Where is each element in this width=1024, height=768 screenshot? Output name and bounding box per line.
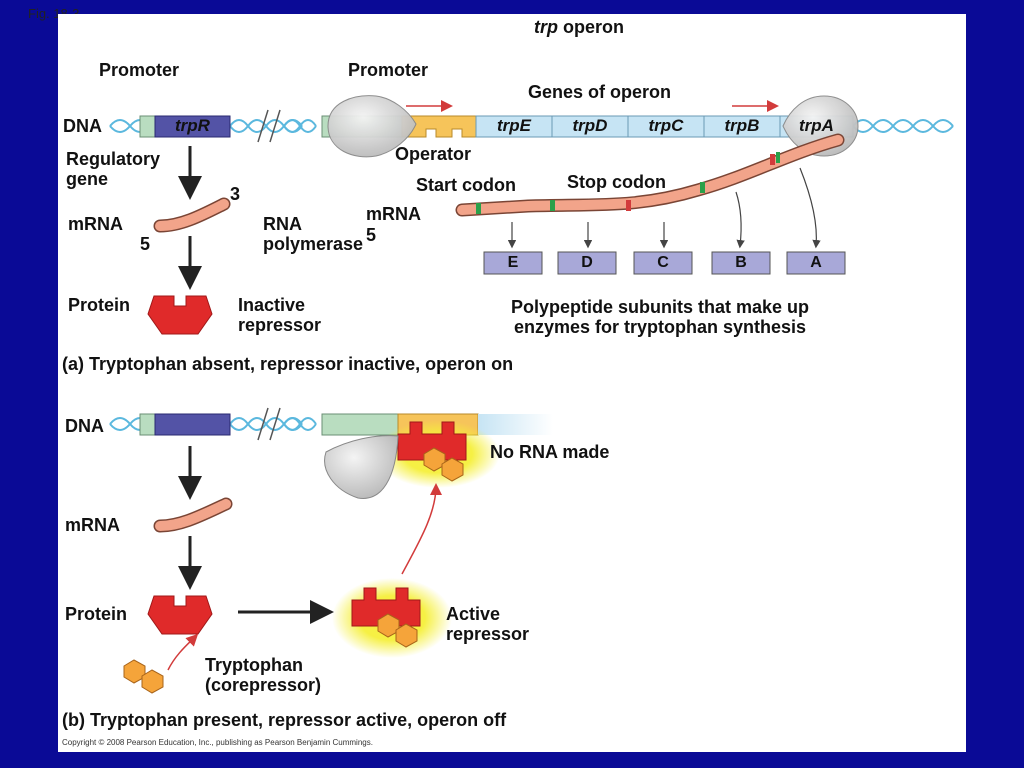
operator-label: Operator [395, 144, 472, 164]
dna-label-b: DNA [65, 416, 104, 436]
stop-codon-label: Stop codon [567, 172, 666, 192]
trpR-promoter-b [139, 413, 156, 436]
dna-label-a: DNA [63, 116, 102, 136]
mrna-trpR [155, 199, 229, 231]
promoter-left-label: Promoter [99, 60, 180, 80]
arrow-tryptophan-to-repressor [167, 633, 199, 671]
gene-label-trpD: trpD [572, 116, 608, 135]
mrna-trpR-b [155, 499, 231, 531]
trpR-gene-box-b [154, 413, 231, 436]
mrna-label-b: mRNA [65, 515, 121, 535]
free-tryptophan-2 [141, 669, 164, 694]
active-repressor-bound [397, 421, 467, 461]
protein-label-b: Protein [65, 604, 128, 624]
gene-label-trpC: trpC [648, 116, 684, 135]
active-repressor-shape [351, 587, 421, 627]
inactive-repressor-b [147, 595, 213, 635]
protein-label-a: Protein [68, 295, 131, 315]
tryptophan-bound-4 [395, 623, 418, 648]
codon-marks [476, 152, 780, 214]
copyright: Copyright © 2008 Pearson Education, Inc.… [62, 738, 373, 747]
arrow-to-A [799, 167, 821, 249]
no-rna-label: No RNA made [490, 442, 610, 462]
arrow-repressor-to-operator [401, 483, 442, 575]
inactive-repressor-shape [147, 295, 213, 335]
subunit-A: A [810, 254, 822, 271]
subunit-C: C [657, 254, 669, 271]
gene-label-trpA: trpA [799, 116, 834, 135]
five-prime-right-label: 5 [366, 225, 377, 245]
gene-label-trpB: trpB [724, 116, 760, 135]
operon-diagram [109, 95, 954, 694]
subunit-E: E [507, 254, 519, 271]
start-codon-label: Start codon [416, 175, 517, 195]
tryptophan-label: Tryptophan(corepressor) [205, 655, 322, 695]
subunit-B: B [735, 254, 747, 271]
tryptophan-bound-2 [441, 457, 464, 482]
promoter-right-label: Promoter [348, 60, 429, 80]
arrow-to-B [735, 191, 745, 249]
gene-label-trpE: trpE [497, 116, 531, 135]
five-prime-label: 5 [140, 234, 151, 254]
diagram-title: trp operon [534, 17, 624, 37]
mrna-long [457, 135, 843, 215]
mrna-right-label: mRNA [366, 204, 422, 224]
trpR-gene-box [154, 115, 231, 138]
caption-b: (b) Tryptophan present, repressor active… [62, 710, 507, 730]
trpR-label: trpR [175, 116, 210, 135]
rna-polymerase-blocked [324, 435, 399, 499]
rna-polymerase-promoter [327, 95, 417, 158]
three-prime-label: 3 [230, 184, 241, 204]
trpR-promoter [139, 115, 156, 138]
subunit-D: D [581, 254, 593, 271]
diagram-panel: trp operon Promoter Promoter Genes of op… [58, 14, 966, 752]
operon-genes-b [478, 414, 553, 435]
operon-promoter-b [321, 413, 399, 436]
subunit-boxes [483, 251, 846, 275]
genes-of-operon-label: Genes of operon [528, 82, 672, 102]
caption-a: (a) Tryptophan absent, repressor inactiv… [62, 354, 514, 374]
mrna-left-label: mRNA [68, 214, 124, 234]
